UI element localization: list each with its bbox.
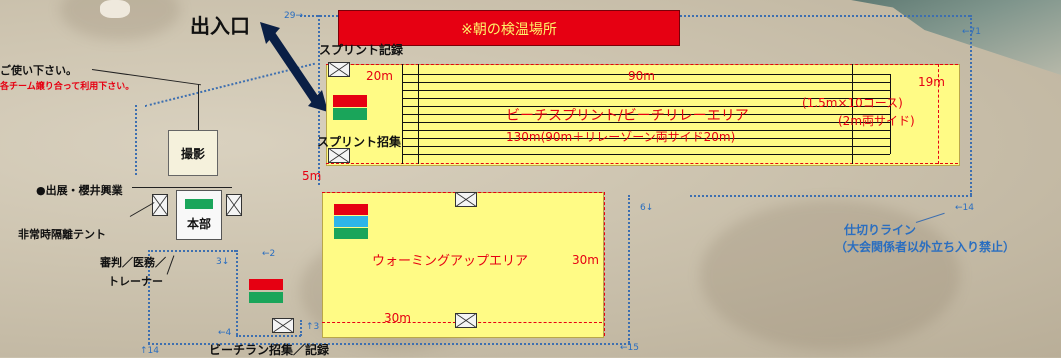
use-note: ご使い下さい。 <box>0 64 77 77</box>
x-box-tent-icon <box>455 313 477 328</box>
dim-5m: 5m <box>302 169 322 183</box>
hq-label: 本部 <box>186 217 211 231</box>
beach-sprint-area <box>326 64 960 166</box>
x-box-tent-icon <box>226 194 242 216</box>
side-info: (2m両サイド) <box>838 114 915 128</box>
entrance-label: 出入口 <box>190 14 250 38</box>
route-left-top <box>148 250 236 252</box>
photo-box: 撮影 <box>168 130 218 176</box>
flag-green <box>249 292 283 303</box>
x-box-tent-icon <box>328 62 350 77</box>
rock <box>100 0 130 18</box>
isolation-label: 非常時隔離テント <box>18 228 106 241</box>
route-num-14-bottom: ↑14 <box>140 346 159 356</box>
course-info: (1.5m×10コース) <box>802 96 903 110</box>
sprint-line-left <box>402 64 403 164</box>
divider-label: 仕切りライン <box>844 223 917 237</box>
route-inner-bottom <box>236 335 301 337</box>
morning-check-label: ※朝の検温場所 <box>461 22 557 38</box>
dim-30m-right: 30m <box>572 253 599 267</box>
warmup-area-label: ウォーミングアップエリア <box>372 254 529 269</box>
x-box-tent-icon <box>152 194 168 216</box>
sprint-bottom-dash <box>326 163 958 164</box>
morning-check-area: ※朝の検温場所 <box>338 10 680 46</box>
sprint-right-dash <box>938 64 939 164</box>
route-inner-up <box>300 320 302 336</box>
flag-red <box>333 95 367 107</box>
double-arrow-icon <box>260 22 328 112</box>
x-box-tent-icon <box>455 192 477 207</box>
flag-green <box>334 228 368 239</box>
share-note: 各チーム譲り合って利用下さい。 <box>0 82 135 92</box>
exhibit-leader <box>132 187 232 188</box>
hq-flag <box>185 199 213 209</box>
route-num-6: 6↓ <box>640 203 654 213</box>
route-num-3b: ↑3 <box>306 322 320 332</box>
route-num-4: ←4 <box>218 328 232 338</box>
sprint-call-label: スプリント招集 <box>317 135 402 149</box>
route-num-71: ←71 <box>962 27 981 37</box>
route-right <box>970 15 972 195</box>
dim-19m: 19m <box>918 75 945 89</box>
sprint-record-label: スプリント記録 <box>319 43 404 57</box>
route-left-vertical <box>135 105 137 175</box>
route-bottom <box>148 343 630 345</box>
x-box-tent-icon <box>328 148 350 163</box>
route-num-3a: 3↓ <box>216 257 230 267</box>
divider-leader <box>915 212 945 223</box>
referee-leader <box>166 255 175 275</box>
route-num-2: ←2 <box>262 249 276 259</box>
warmup-right-dash <box>604 192 605 336</box>
route-right-low <box>690 195 972 197</box>
hq-box: 本部 <box>176 190 222 240</box>
route-num-14-right: ←14 <box>955 203 974 213</box>
beach-run-label: ビーチラン招集／記録 <box>209 343 330 357</box>
sprint-line-right <box>852 64 853 164</box>
route-mid <box>628 195 630 343</box>
dim-30m-bottom: 30m <box>384 311 411 325</box>
x-box-tent-icon <box>272 318 294 333</box>
route-left <box>148 250 150 344</box>
referee-label: 審判／医務／ <box>100 256 166 269</box>
beach-area-label: ビーチスプリント/ビーチリレーエリア <box>506 108 749 124</box>
route-inner <box>236 250 238 335</box>
flag-blue <box>334 216 368 227</box>
photo-label: 撮影 <box>180 147 205 161</box>
divider-note: （大会関係者以外立ち入り禁止） <box>835 240 1016 254</box>
flag-green <box>333 108 367 120</box>
route-num-29: 29→ <box>284 11 303 21</box>
use-note-leader2 <box>198 84 199 130</box>
dim-90m: 90m <box>628 69 655 83</box>
trainer-label: トレーナー <box>108 275 163 288</box>
isolation-leader <box>129 202 155 217</box>
sprint-line-left2 <box>418 64 419 164</box>
exhibit-label: ●出展・櫻井興業 <box>36 184 123 197</box>
sprint-line-right2 <box>890 74 891 154</box>
route-num-15: ←15 <box>620 343 639 353</box>
length-info: 130m(90m＋リレーゾーン両サイド20m) <box>506 130 736 144</box>
dim-20m: 20m <box>366 69 393 83</box>
flag-red <box>334 204 368 215</box>
flag-red <box>249 279 283 290</box>
sprint-top-dash <box>326 64 958 65</box>
